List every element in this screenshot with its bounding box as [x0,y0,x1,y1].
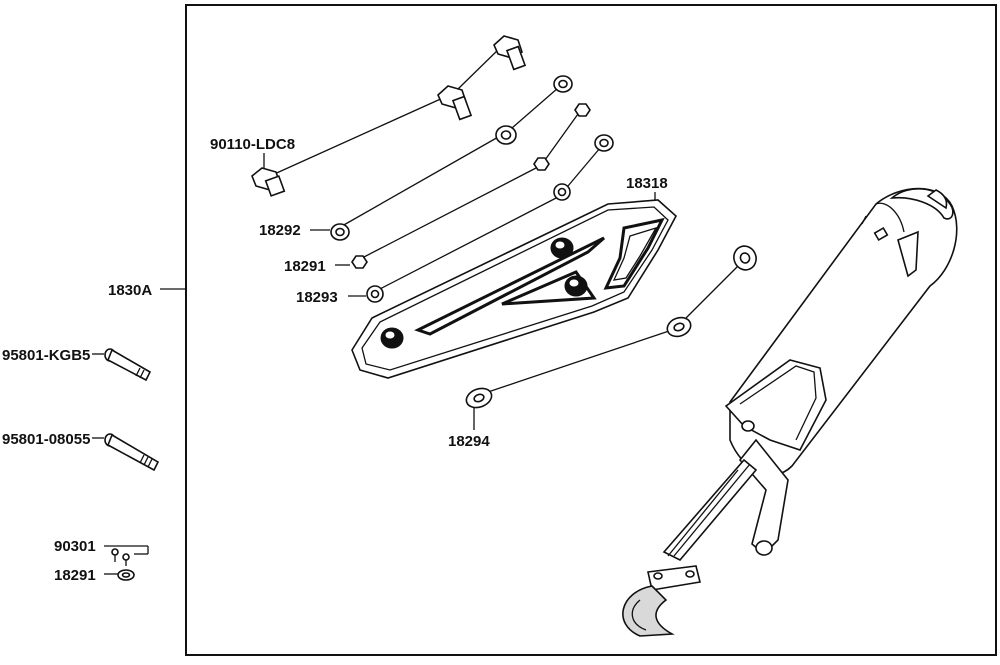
washer-18292-b [495,125,517,145]
washer-18294-b [666,316,692,338]
svg-text:18291: 18291 [54,567,96,584]
collar-18293-b [553,183,571,201]
nut-18291-b [533,157,550,171]
washer-18294-a [465,387,493,409]
nut-18291-a [351,255,368,269]
svg-text:90301: 90301 [54,538,96,555]
shield-grommet-3 [564,275,588,297]
bolt-95801-08055[interactable]: 95801-08055 [2,431,160,472]
collar-18293-a [366,285,384,303]
heat-shield-18318[interactable]: 18318 [351,175,678,379]
assembly-frame [185,4,997,656]
svg-text:95801-KGB5: 95801-KGB5 [2,347,90,364]
svg-text:18292: 18292 [259,222,301,239]
svg-text:18293: 18293 [296,289,338,306]
nut-18291[interactable]: 18291 [284,103,591,275]
screw-90301[interactable]: 90301 [54,538,149,566]
bolt-95801-kgb5[interactable]: 95801-KGB5 [2,347,152,382]
svg-text:18294: 18294 [448,433,490,450]
muffler-assembly[interactable] [622,187,958,637]
exhaust-pipe [662,458,758,561]
group-label-1830a[interactable]: 1830A [108,282,186,299]
bolt-head-2 [437,85,473,121]
bolt-head-3 [493,35,527,71]
svg-text:18318: 18318 [626,175,668,192]
washer-18294[interactable]: 18294 [448,243,759,450]
svg-text:90110-LDC8: 90110-LDC8 [210,136,295,153]
shield-grommet-2 [550,237,574,259]
collar-18293[interactable]: 18293 [296,134,614,306]
exhaust-manifold-bend [622,585,675,637]
svg-text:18291: 18291 [284,258,326,275]
washer-18292-c [553,75,573,93]
nut-18291-c [574,103,591,117]
svg-text:1830A: 1830A [108,282,152,299]
washer-18294-c [733,245,757,271]
nut-18291-loose[interactable]: 18291 [54,567,135,584]
bolt-head-1 [251,167,286,197]
shield-grommet-1 [380,327,404,349]
washer-18292-a [330,223,350,241]
svg-text:95801-08055: 95801-08055 [2,431,90,448]
bolt-90110-ldc8[interactable]: 90110-LDC8 [210,35,527,197]
collar-18293-c [594,134,614,152]
muffler-bracket-tab [897,230,919,278]
washer-18292[interactable]: 18292 [259,75,573,241]
